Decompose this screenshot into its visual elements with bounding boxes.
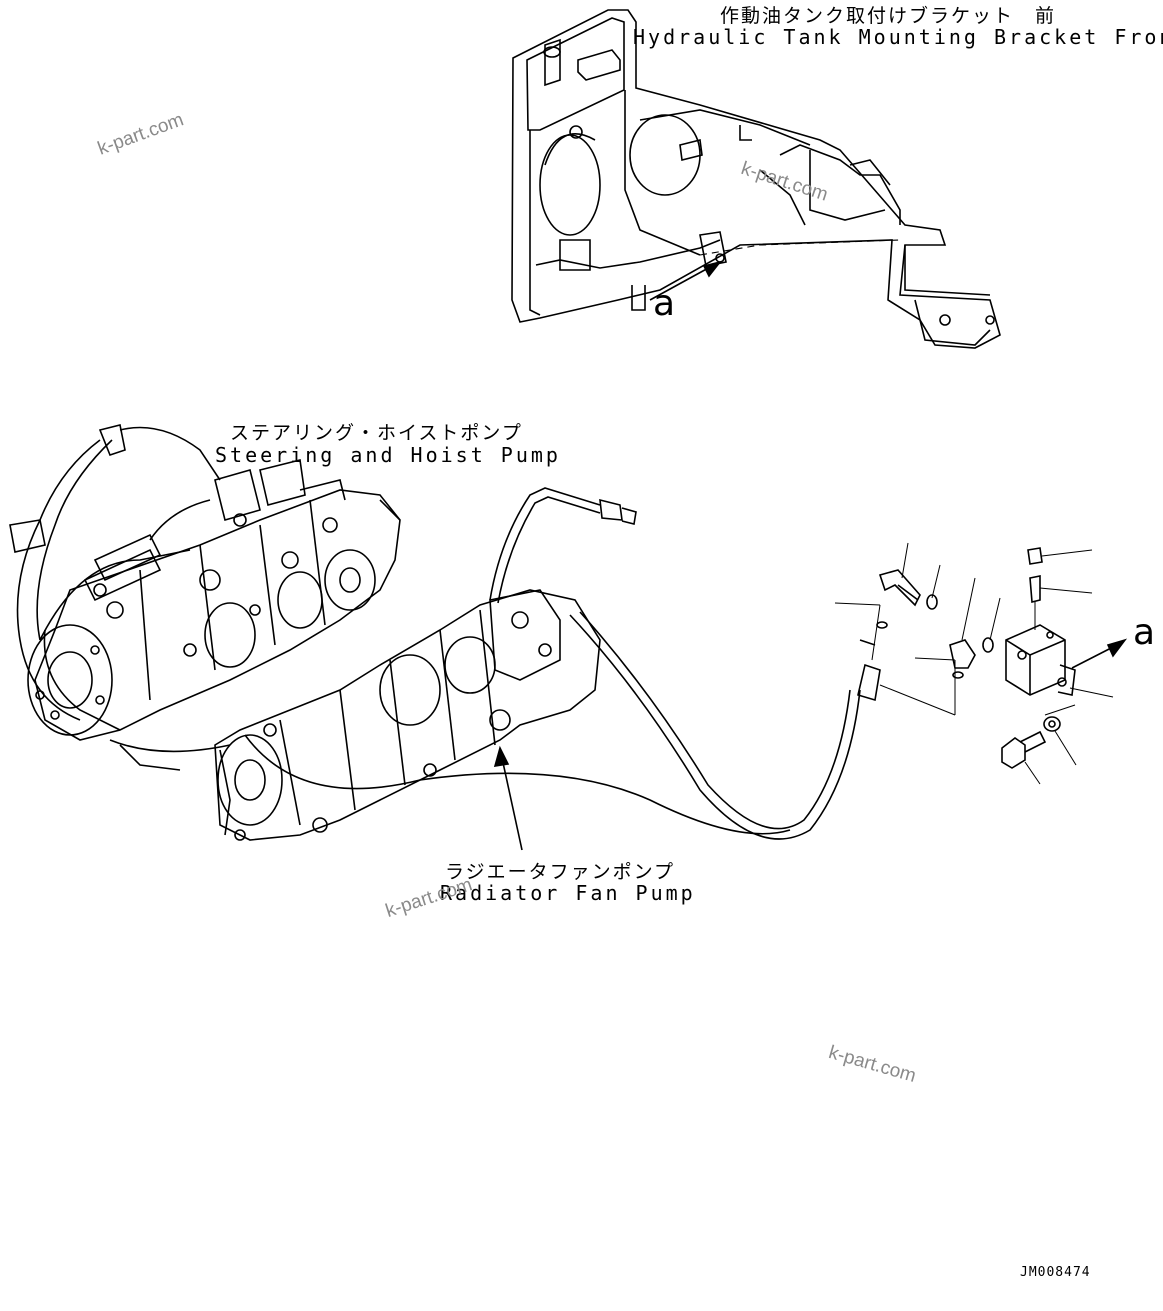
hose-lower (244, 611, 881, 840)
callout-arrow-top (649, 260, 723, 301)
arrow-fan-pump (493, 745, 523, 851)
steering-pump-label-en: Steering and Hoist Pump (215, 443, 561, 467)
bracket-label-en: Hydraulic Tank Mounting Bracket Front (633, 25, 1163, 49)
fan-pump-label-en: Radiator Fan Pump (440, 881, 696, 905)
steering-hoist-pump-drawing (9, 424, 401, 771)
callout-a-top: a (653, 283, 676, 324)
hose-steering (109, 739, 231, 753)
drawing-code: JM008474 (1020, 1265, 1091, 1280)
hose-upper (489, 487, 637, 604)
steering-pump-label-jp: ステアリング・ホイストポンプ (230, 422, 523, 444)
fan-pump-label-jp: ラジエータファンポンプ (445, 861, 676, 883)
radiator-fan-pump-drawing (214, 589, 601, 841)
tank-bracket-drawing (511, 9, 1001, 349)
fitting-assembly (834, 542, 1128, 785)
callout-a-right: a (1133, 612, 1156, 653)
bracket-label-jp: 作動油タンク取付けブラケット 前 (720, 5, 1057, 27)
